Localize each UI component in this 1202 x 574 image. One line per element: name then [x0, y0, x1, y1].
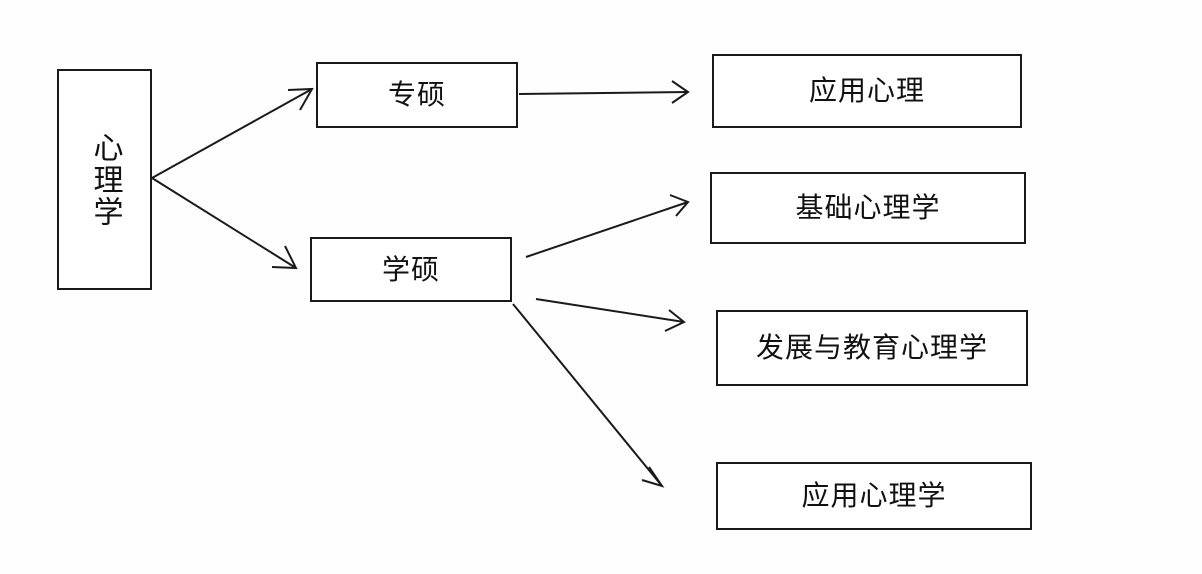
- root-node: 心理学: [57, 69, 152, 290]
- leaf-node-fazhanjiaoyuxinlixue: 发展与教育心理学: [716, 310, 1028, 386]
- leaf-node-yingyongxinli: 应用心理: [712, 54, 1022, 128]
- arrow-root-to-zhuanshuo: [151, 87, 314, 179]
- arrow-xueshuo-to-jichuxinlixue: [525, 194, 690, 258]
- root-node-label: 心理学: [87, 131, 123, 228]
- branch-node-label: 专硕: [387, 78, 446, 111]
- leaf-node-label: 基础心理学: [795, 191, 941, 224]
- arrow-zhuanshuo-to-yingyongxinli: [518, 80, 690, 104]
- arrow-xueshuo-to-yingyongxinlixue: [512, 303, 665, 488]
- arrow-root-to-xueshuo: [151, 177, 298, 270]
- branch-node-zhuanshuo: 专硕: [316, 62, 518, 128]
- leaf-node-label: 应用心理学: [801, 479, 947, 512]
- branch-node-label: 学硕: [381, 252, 440, 286]
- branch-node-xueshuo: 学硕: [310, 237, 512, 302]
- leaf-node-jichuxinlixue: 基础心理学: [710, 172, 1026, 244]
- arrow-xueshuo-to-fazhanjiaoyu: [535, 298, 686, 332]
- leaf-node-label: 发展与教育心理学: [755, 331, 988, 364]
- leaf-node-yingyongxinlixue: 应用心理学: [716, 462, 1032, 530]
- leaf-node-label: 应用心理: [808, 74, 925, 107]
